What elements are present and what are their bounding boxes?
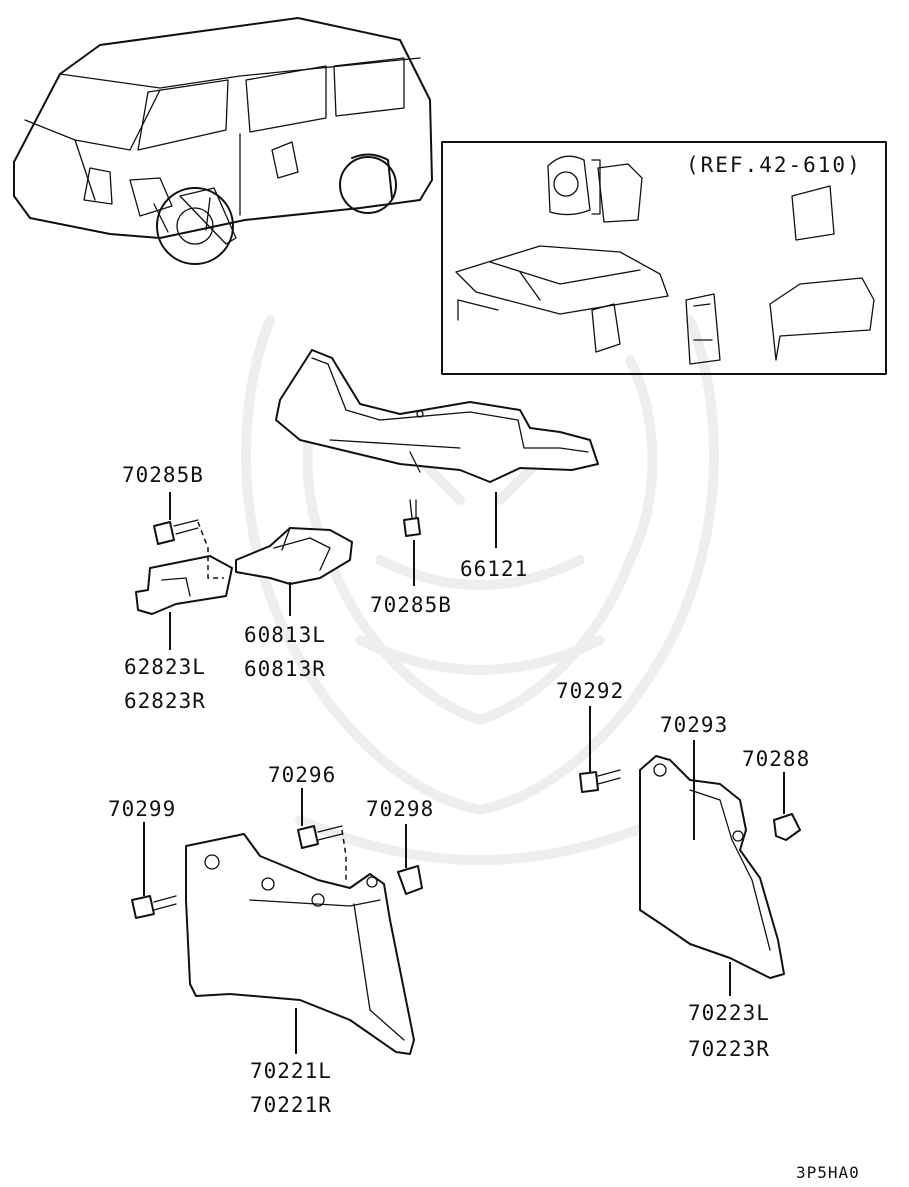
clip-70288 bbox=[773, 813, 801, 841]
label-70285b-upper: 70285B bbox=[122, 463, 204, 487]
label-70296: 70296 bbox=[268, 763, 336, 787]
diagram-code: 3P5HA0 bbox=[796, 1163, 860, 1182]
label-70299: 70299 bbox=[108, 797, 176, 821]
part-60813 bbox=[235, 527, 353, 585]
part-70223 bbox=[639, 755, 785, 979]
label-60813l: 60813L bbox=[244, 623, 326, 647]
label-70223r: 70223R bbox=[688, 1037, 770, 1061]
label-62823l: 62823L bbox=[124, 655, 206, 679]
part-70221 bbox=[185, 833, 415, 1055]
label-70221r: 70221R bbox=[250, 1093, 332, 1117]
bolt-70292 bbox=[579, 769, 621, 793]
part-labels: 66121 70285B 70285B 60813L 60813R 62823L… bbox=[108, 463, 860, 1182]
part-66121 bbox=[275, 349, 599, 483]
label-60813r: 60813R bbox=[244, 657, 326, 681]
label-70298: 70298 bbox=[366, 797, 434, 821]
label-66121: 66121 bbox=[460, 557, 528, 581]
bolt-70299 bbox=[131, 895, 177, 919]
bolt-70296 bbox=[297, 825, 343, 849]
leader-lines bbox=[143, 492, 785, 1054]
label-70292: 70292 bbox=[556, 679, 624, 703]
label-70221l: 70221L bbox=[250, 1059, 332, 1083]
bolt-70285b-center bbox=[403, 499, 421, 537]
label-70288: 70288 bbox=[742, 747, 810, 771]
assembly-guides bbox=[197, 521, 347, 880]
van-illustration bbox=[13, 17, 433, 265]
label-70223l: 70223L bbox=[688, 1001, 770, 1025]
bolt-70285b-upper bbox=[153, 519, 199, 545]
label-70285b-center: 70285B bbox=[370, 593, 452, 617]
reference-box: (REF.42-610) bbox=[441, 141, 887, 375]
clip-70298 bbox=[397, 865, 423, 895]
label-62823r: 62823R bbox=[124, 689, 206, 713]
part-62823 bbox=[135, 555, 233, 615]
label-70293: 70293 bbox=[660, 713, 728, 737]
ref-label: (REF.42-610) bbox=[686, 153, 862, 177]
